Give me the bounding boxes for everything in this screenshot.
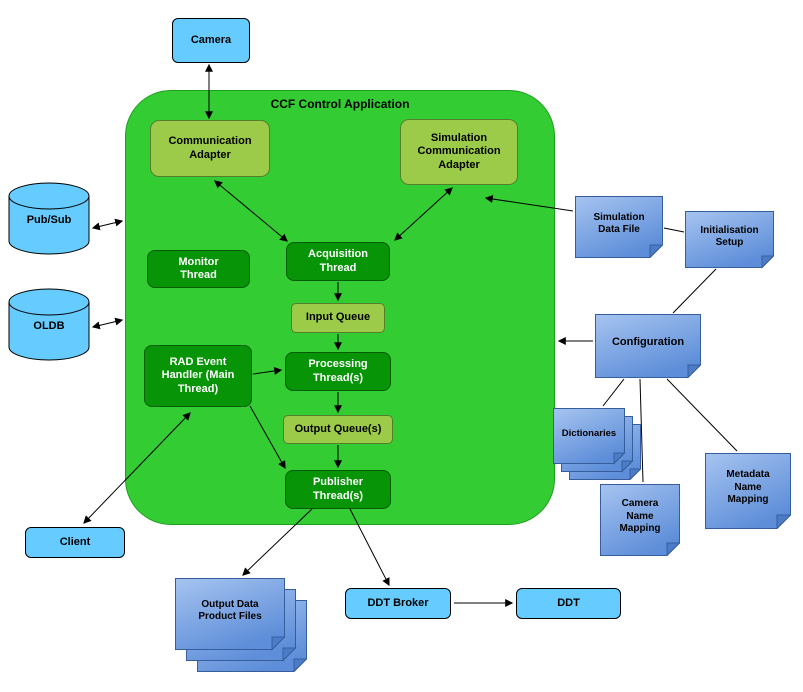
output-queues-node: Output Queue(s) <box>283 415 393 444</box>
cylinder-shape <box>8 182 90 255</box>
output-queues-label: Output Queue(s) <box>294 422 382 435</box>
oldb-node: OLDB <box>8 288 90 361</box>
publisher-threads-node: Publisher Thread(s) <box>285 470 391 509</box>
note-shape <box>685 211 775 269</box>
pubsub-node: Pub/Sub <box>8 182 90 255</box>
note-shape <box>595 314 702 379</box>
connector-configuration-metadatamapping <box>666 378 738 452</box>
ccf-control-application-title: CCF Control Application <box>270 97 410 111</box>
ddt-broker-label: DDT Broker <box>367 596 429 609</box>
output-data-product-files-label: Output Data Product Files <box>198 598 262 623</box>
simulation-data-file-label: Simulation Data File <box>593 211 645 236</box>
connector-initsetup-configuration <box>672 268 717 314</box>
cylinder-shape <box>8 288 90 361</box>
initialisation-setup-label: Initialisation Setup <box>700 224 759 249</box>
ddt-node: DDT <box>516 588 621 619</box>
connector-oldb-application <box>91 317 124 330</box>
dictionaries-label: Dictionaries <box>561 428 617 440</box>
note-shape <box>600 484 681 557</box>
rad-event-handler-label: RAD Event Handler (Main Thread) <box>161 356 235 395</box>
dictionaries-node: Dictionaries <box>553 408 642 481</box>
client-label: Client <box>59 535 91 548</box>
processing-threads-node: Processing Thread(s) <box>285 352 391 391</box>
simulation-communication-adapter-label: Simulation Communication Adapter <box>417 132 501 171</box>
note-shape <box>575 196 664 259</box>
metadata-name-mapping-node: Metadata Name Mapping <box>705 453 792 530</box>
simulation-communication-adapter-node: Simulation Communication Adapter <box>400 119 518 185</box>
pubsub-label: Pub/Sub <box>26 214 72 226</box>
connector-configuration-dictionaries <box>602 378 625 407</box>
simulation-data-file-node: Simulation Data File <box>575 196 664 259</box>
output-data-product-files-node: Output Data Product Files <box>175 578 308 673</box>
input-queue-label: Input Queue <box>305 311 371 324</box>
acquisition-thread-label: Acquisition Thread <box>308 248 368 274</box>
metadata-name-mapping-label: Metadata Name Mapping <box>726 469 770 506</box>
note-stack-shape <box>175 578 308 673</box>
configuration-node: Configuration <box>595 314 702 379</box>
monitor-thread-label: Monitor Thread <box>178 255 219 281</box>
rad-event-handler-node: RAD Event Handler (Main Thread) <box>144 345 252 407</box>
communication-adapter-label: Communication Adapter <box>168 135 252 161</box>
communication-adapter-node: Communication Adapter <box>150 120 270 177</box>
camera-name-mapping-label: Camera Name Mapping <box>619 498 661 535</box>
monitor-thread-node: Monitor Thread <box>147 250 250 288</box>
note-stack-shape <box>553 408 642 481</box>
connector-pubsub-application <box>91 218 124 231</box>
input-queue-node: Input Queue <box>291 303 385 333</box>
connector-simdatafile-initsetup <box>663 227 685 233</box>
camera-node: Camera <box>172 18 250 63</box>
initialisation-setup-node: Initialisation Setup <box>685 211 775 269</box>
oldb-label: OLDB <box>33 320 65 332</box>
publisher-threads-label: Publisher Thread(s) <box>312 476 364 502</box>
processing-threads-label: Processing Thread(s) <box>308 358 368 384</box>
configuration-label: Configuration <box>611 336 685 349</box>
ddt-label: DDT <box>557 596 580 609</box>
acquisition-thread-node: Acquisition Thread <box>286 242 390 281</box>
camera-label: Camera <box>190 33 232 46</box>
camera-name-mapping-node: Camera Name Mapping <box>600 484 681 557</box>
note-shape <box>705 453 792 530</box>
ddt-broker-node: DDT Broker <box>345 588 451 619</box>
client-node: Client <box>25 527 125 558</box>
